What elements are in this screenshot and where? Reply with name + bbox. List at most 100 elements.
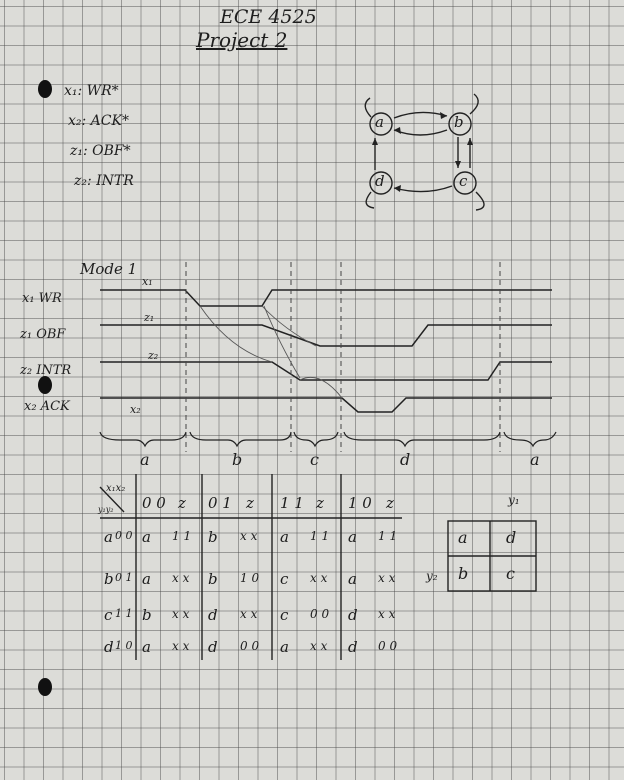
signal-tag: x₂ <box>130 403 141 416</box>
flow-table-cell: b <box>208 570 218 588</box>
causality-arrows <box>199 305 343 399</box>
variable-def: z₁: OBF* <box>70 143 131 159</box>
signal-label: x₁ WR <box>22 291 62 306</box>
row-code: 1 0 <box>115 639 133 652</box>
signal-label: x₂ ACK <box>24 399 70 414</box>
flow-table-corner: x₁x₂ <box>106 483 126 494</box>
flow-table-cell: x x <box>172 607 190 621</box>
waveform-intr <box>100 361 552 381</box>
column-header: 1 1 <box>280 494 304 512</box>
signal-label: z₁ OBF <box>20 327 66 342</box>
flow-table-cell: b <box>142 606 152 624</box>
map-side-label: y₂ <box>426 569 438 583</box>
flow-table-cell: x x <box>172 571 190 585</box>
signal-label: z₂ INTR <box>20 363 72 378</box>
map-cell: a <box>458 528 468 547</box>
flow-table-cell: a <box>348 528 357 546</box>
segment-label: a <box>530 450 540 469</box>
state-node <box>369 171 393 195</box>
self-loop <box>364 97 372 118</box>
flow-table-cell: d <box>208 638 218 656</box>
flow-table-cell: c <box>280 606 289 624</box>
flow-table-cell: d <box>348 638 358 656</box>
flow-table-cell: x x <box>378 607 396 621</box>
row-code: 0 1 <box>115 571 133 584</box>
flow-table-cell: x x <box>240 529 258 543</box>
column-header: 1 0 <box>348 494 372 512</box>
flow-table-corner: y₁y₂ <box>98 505 114 514</box>
signal-tag: z₁ <box>144 311 155 324</box>
self-loop <box>365 191 375 209</box>
flow-table-cell: a <box>142 570 151 588</box>
flow-table-cell: d <box>348 606 358 624</box>
state-node <box>448 112 472 136</box>
row-state: a <box>104 528 113 546</box>
flow-table-cell: x x <box>240 607 258 621</box>
flow-table-cell: x x <box>310 571 328 585</box>
signal-tag: z₂ <box>148 349 159 362</box>
state-label: a <box>375 113 384 131</box>
row-state: b <box>104 570 114 588</box>
flow-table-cell: a <box>280 638 289 656</box>
binder-hole-bottom <box>38 678 52 696</box>
column-header: z <box>386 494 394 512</box>
column-header: z <box>246 494 254 512</box>
row-code: 0 0 <box>115 529 133 542</box>
segment-braces <box>99 431 557 448</box>
flow-table-cell: d <box>208 606 218 624</box>
segment-label: a <box>140 450 150 469</box>
flow-table-cell: a <box>348 570 357 588</box>
flow-table-cell: a <box>280 528 289 546</box>
segment-label: c <box>310 450 319 469</box>
segment-dividers <box>185 262 501 452</box>
flow-table-cell: a <box>142 528 151 546</box>
flow-table-cell: c <box>280 570 289 588</box>
column-header: z <box>316 494 324 512</box>
variable-def: x₂: ACK* <box>68 113 129 129</box>
segment-label: d <box>400 450 411 469</box>
map-top-label: y₁ <box>508 493 520 507</box>
flow-table-cell: x x <box>310 639 328 653</box>
map-cell: c <box>506 564 515 583</box>
state-label: d <box>375 172 385 190</box>
flow-table-cell: 1 1 <box>172 529 192 543</box>
row-state: d <box>104 638 114 656</box>
page-subtitle: Project 2 <box>196 28 288 52</box>
waveform-wr <box>100 289 552 307</box>
map-cell: d <box>506 528 517 547</box>
flow-table-cell: 0 0 <box>378 639 398 653</box>
flow-table-cell: x x <box>378 571 396 585</box>
state-node <box>453 171 477 195</box>
flow-table-cell: a <box>142 638 151 656</box>
signal-tag: x₁ <box>142 275 153 288</box>
variable-def: z₂: INTR <box>74 173 134 189</box>
map-cell: b <box>458 564 469 583</box>
flow-table-cell: 1 1 <box>310 529 330 543</box>
waveform-ack <box>100 397 552 413</box>
segment-label: b <box>232 450 243 469</box>
column-header: 0 1 <box>208 494 232 512</box>
waveform-obf <box>100 324 552 347</box>
self-loop <box>475 191 485 211</box>
column-header: z <box>178 494 186 512</box>
state-label: c <box>459 172 468 190</box>
row-code: 1 1 <box>115 607 133 620</box>
state-label: b <box>454 113 464 131</box>
self-loop <box>469 93 479 115</box>
state-node <box>369 112 393 136</box>
flow-table-cell: 1 1 <box>378 529 398 543</box>
binder-hole-top <box>38 80 52 98</box>
flow-table-cell: 0 0 <box>240 639 260 653</box>
mode-label: Mode 1 <box>80 260 138 278</box>
flow-table-cell: b <box>208 528 218 546</box>
flow-table-cell: 1 0 <box>240 571 260 585</box>
variable-def: x₁: WR* <box>64 83 119 99</box>
binder-hole-middle <box>38 376 52 394</box>
flow-table-cell: x x <box>172 639 190 653</box>
page-title: ECE 4525 <box>220 6 317 28</box>
